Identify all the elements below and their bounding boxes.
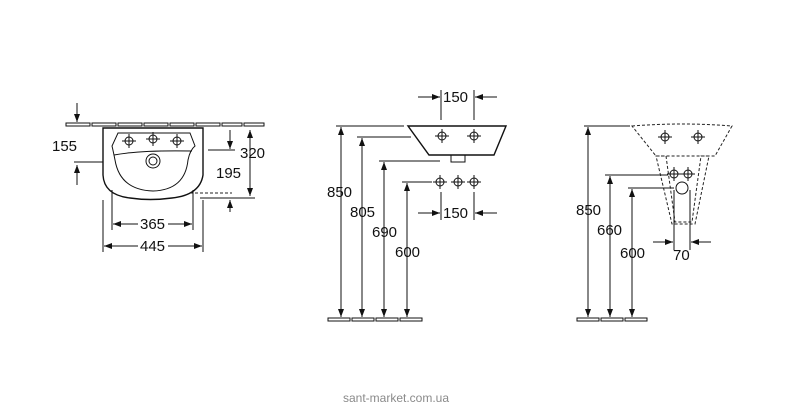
basin-dashed-outline xyxy=(631,123,733,157)
dim-195: 195 xyxy=(216,165,241,182)
tap-hole-icon xyxy=(145,131,161,147)
watermark: sant-market.com.ua xyxy=(343,391,449,405)
dim-660: 660 xyxy=(597,222,622,239)
side-view: 150 150 850 805 690 600 xyxy=(327,89,508,322)
supply-icon xyxy=(450,174,466,190)
supply-icon xyxy=(680,166,696,182)
drain-icon xyxy=(145,153,161,169)
dim-600: 600 xyxy=(620,245,645,262)
basin-side-outline xyxy=(406,125,508,156)
dim-850: 850 xyxy=(327,184,352,201)
tap-hole-icon xyxy=(690,129,706,145)
tap-hole-icon xyxy=(657,129,673,145)
floor-strip xyxy=(327,317,423,322)
dim-155: 155 xyxy=(52,138,77,155)
front-view: 155 320 195 365 445 xyxy=(52,103,265,255)
wall-strip xyxy=(65,122,265,127)
dim-600: 600 xyxy=(395,244,420,261)
tap-hole-icon xyxy=(169,133,185,149)
drain-icon xyxy=(675,181,689,195)
tap-hole-icon xyxy=(121,133,137,149)
tap-hole-icon xyxy=(434,128,450,144)
pedestal-dashed-outline xyxy=(655,155,710,225)
dim-805: 805 xyxy=(350,204,375,221)
dim-150-top: 150 xyxy=(443,89,468,106)
dim-690: 690 xyxy=(372,224,397,241)
dim-850: 850 xyxy=(576,202,601,219)
dim-320: 320 xyxy=(240,145,265,162)
supply-icon xyxy=(666,166,682,182)
supply-icon xyxy=(432,174,448,190)
drain-icon xyxy=(450,154,466,163)
dim-70: 70 xyxy=(673,247,690,264)
tap-hole-icon xyxy=(466,128,482,144)
dim-445: 445 xyxy=(140,238,165,255)
pedestal-view: 70 850 660 600 xyxy=(576,123,733,322)
basin-outline xyxy=(102,127,204,201)
dim-150-bottom: 150 xyxy=(443,205,468,222)
floor-strip xyxy=(576,317,648,322)
dim-365: 365 xyxy=(140,216,165,233)
supply-icon xyxy=(466,174,482,190)
basin-bowl xyxy=(111,132,196,192)
